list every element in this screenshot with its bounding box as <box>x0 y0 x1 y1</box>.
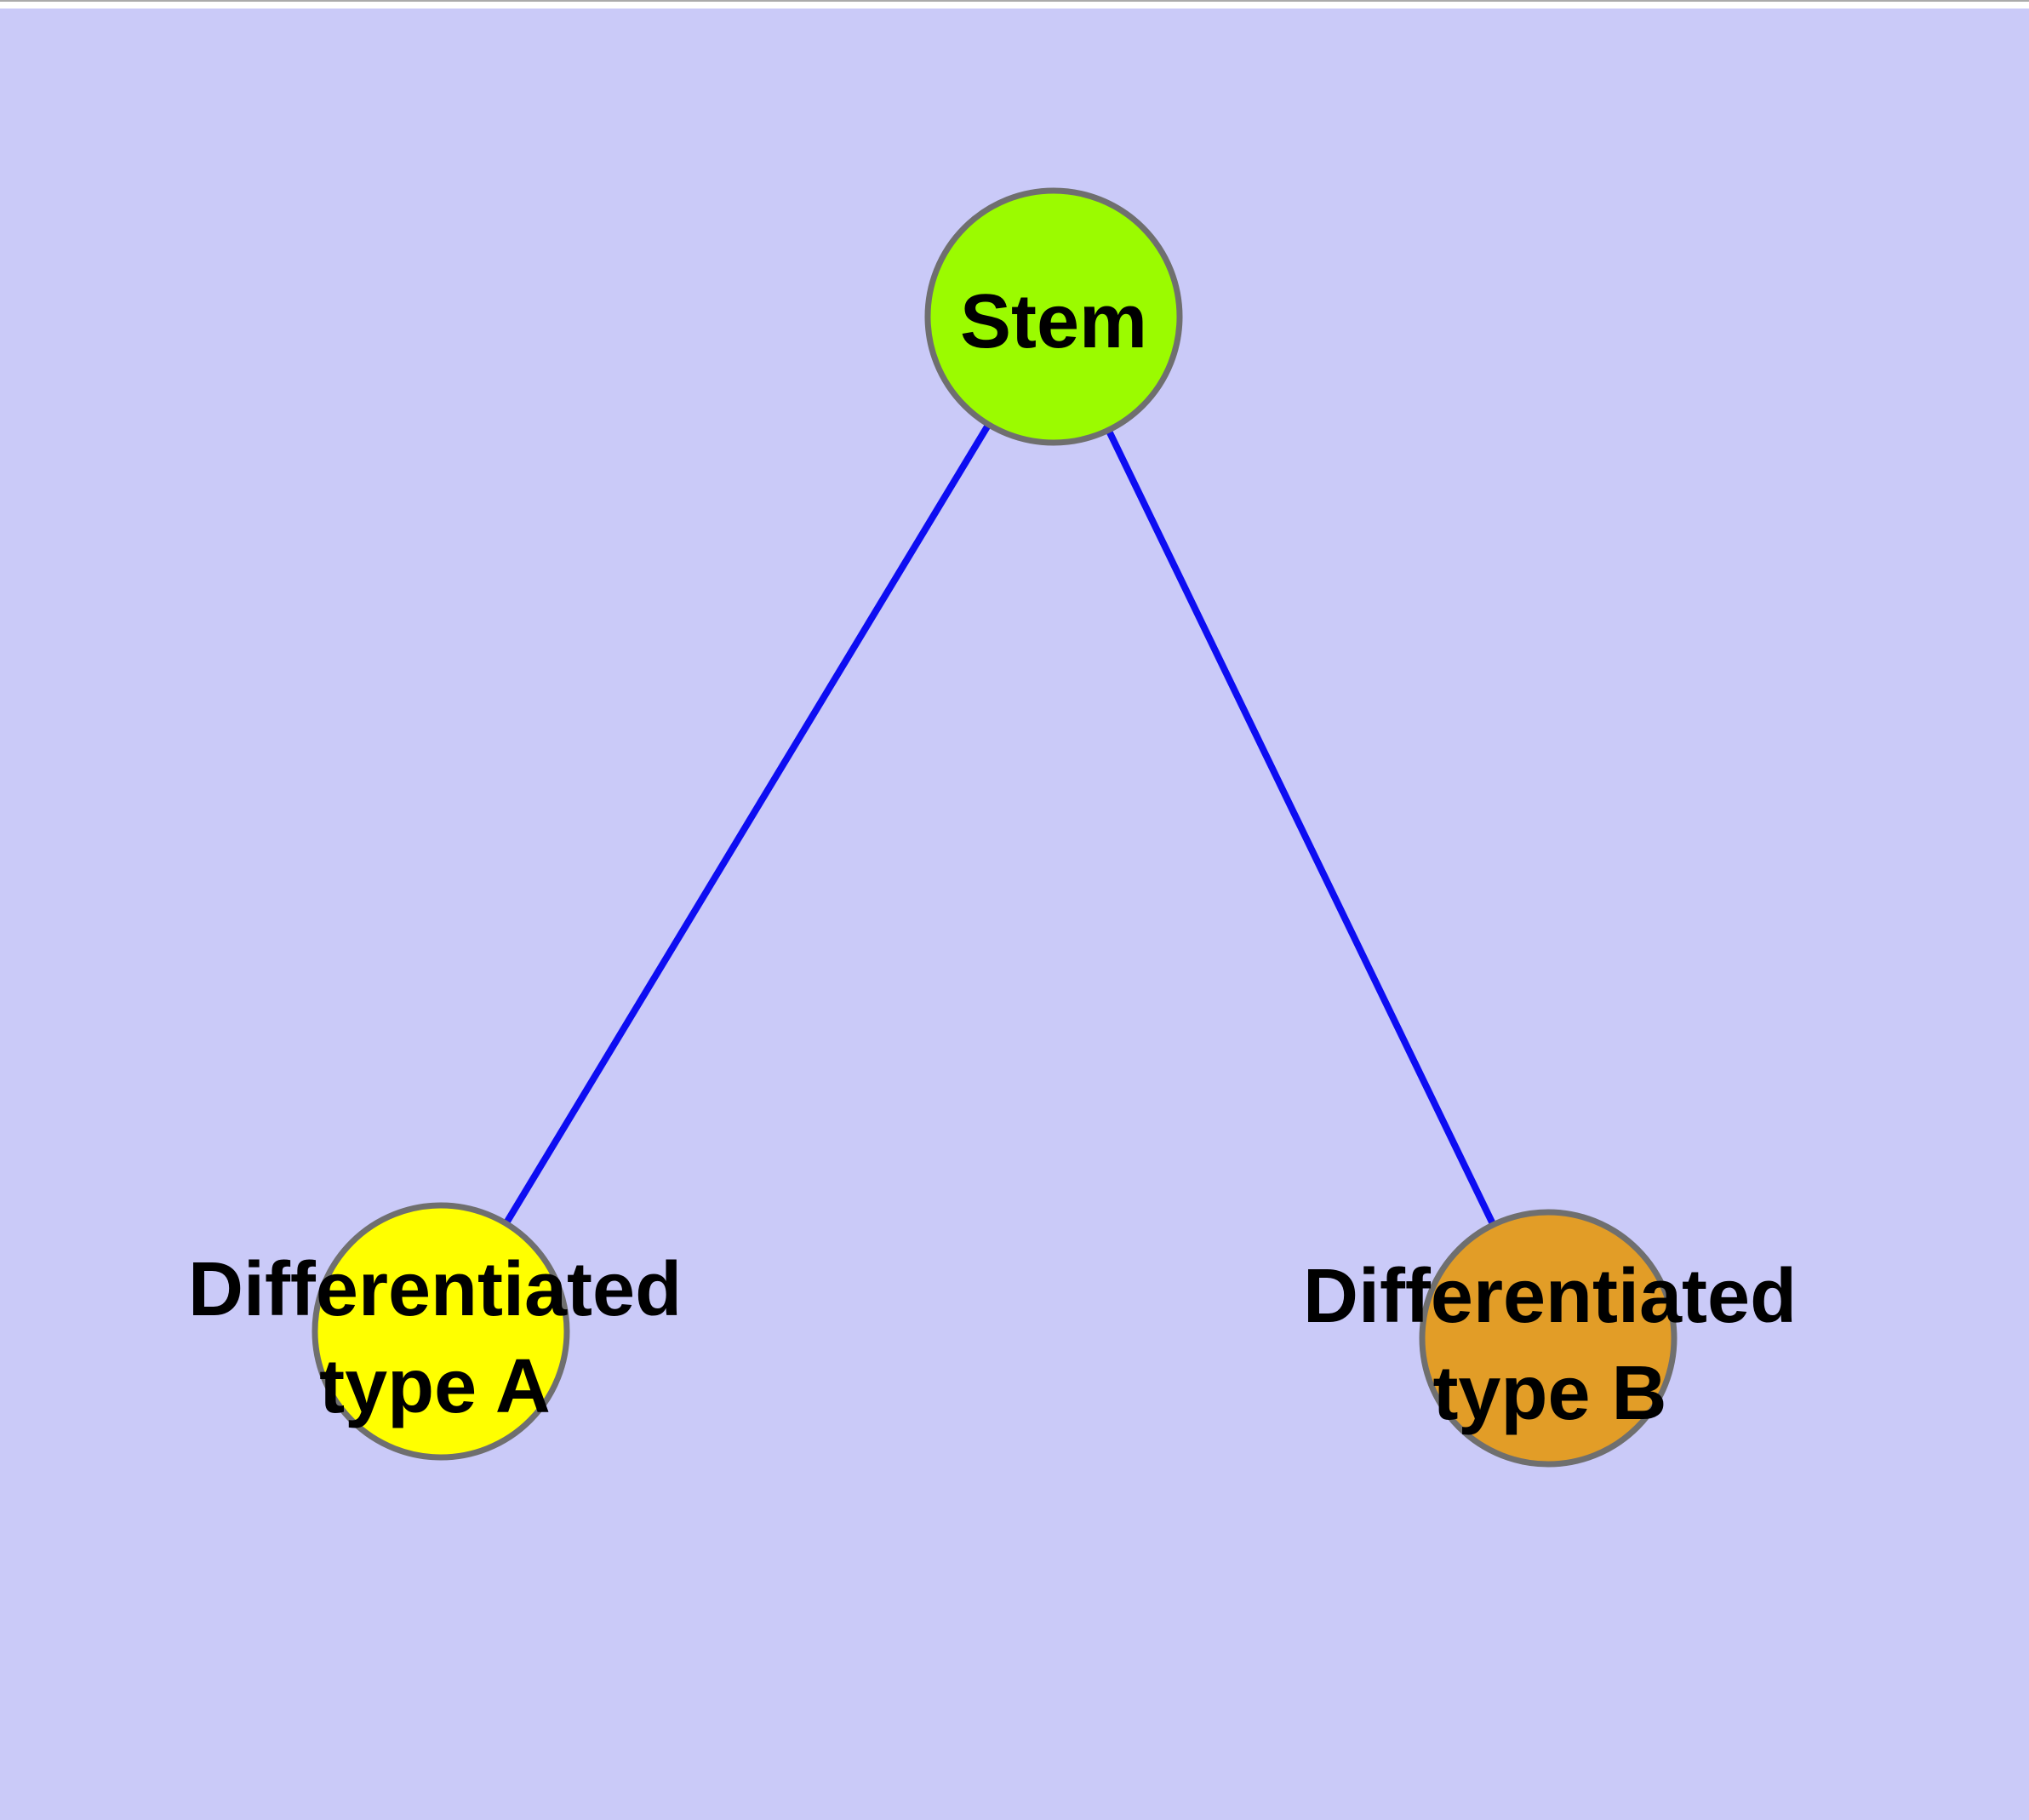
node-stem[interactable] <box>924 187 1183 446</box>
node-type-b[interactable] <box>1419 1209 1677 1468</box>
node-stem-circle[interactable] <box>924 187 1183 446</box>
node-type-a-circle[interactable] <box>311 1202 570 1461</box>
top-hairline <box>0 0 2029 2</box>
node-type-b-circle[interactable] <box>1419 1209 1677 1468</box>
edge-stem-to-type-a <box>437 314 1057 1334</box>
edge-stem-to-type-b <box>1050 315 1552 1340</box>
node-type-a[interactable] <box>311 1202 570 1461</box>
top-strip <box>0 2 2029 9</box>
